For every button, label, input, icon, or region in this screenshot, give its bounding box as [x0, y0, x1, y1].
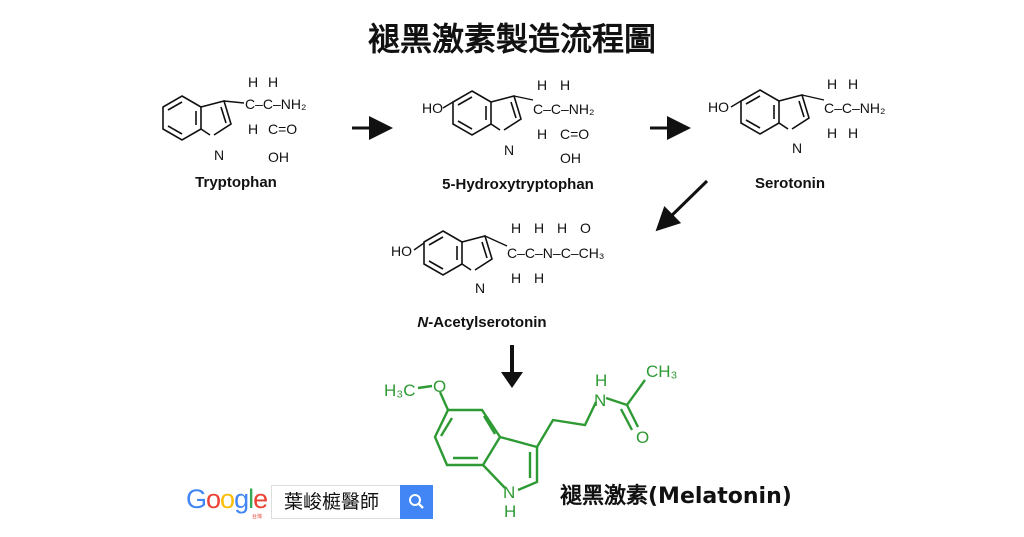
- atom-label: N: [214, 147, 224, 163]
- search-icon: [409, 494, 424, 509]
- melatonin-label: 褪黑激素(Melatonin): [560, 484, 792, 509]
- atom-label: H: [557, 220, 567, 236]
- melatonin-labels: H₃C O N H N H CH₃ O: [384, 362, 677, 521]
- molecule-n-acetylserotonin: HO N H H H O C–C–N–C–CH₃ H H N-Acetylser…: [391, 220, 605, 331]
- atom-label: O: [580, 220, 591, 236]
- atom-label: H: [848, 76, 858, 92]
- molecule-name: Tryptophan: [195, 174, 277, 191]
- atom-label: N: [594, 391, 606, 410]
- atom-label: OH: [268, 149, 289, 165]
- atom-label: HO: [422, 100, 443, 116]
- atom-label: H: [827, 125, 837, 141]
- atom-label: H: [537, 77, 547, 93]
- atom-label: H: [537, 126, 547, 142]
- molecule-melatonin: [417, 379, 646, 492]
- molecule-name: Serotonin: [755, 175, 825, 192]
- search-input[interactable]: 葉峻榳醫師: [271, 485, 400, 519]
- atom-label: H: [511, 270, 521, 286]
- atom-label: O: [636, 428, 649, 447]
- atom-label: HO: [391, 243, 412, 259]
- search-button[interactable]: [400, 485, 433, 519]
- atom-label: C–C–NH₂: [533, 101, 594, 117]
- google-logo: Google 台灣: [186, 484, 268, 520]
- arrow: [655, 179, 709, 232]
- atom-label: C–C–N–C–CH₃: [507, 245, 605, 261]
- atom-label: N: [504, 142, 514, 158]
- molecule-name: N-Acetylserotonin: [417, 314, 546, 331]
- atom-label: H: [595, 371, 607, 390]
- atom-label: H: [560, 77, 570, 93]
- arrow-head: [501, 372, 523, 388]
- atom-label: H: [268, 74, 278, 90]
- atom-label: C=O: [268, 121, 297, 137]
- molecule-5-hydroxytryptophan: HO N H H C–C–NH₂ H C=O OH 5-Hydroxytrypt…: [422, 77, 594, 193]
- atom-label: H: [827, 76, 837, 92]
- atom-label: H: [848, 125, 858, 141]
- atom-label: N: [792, 140, 802, 156]
- atom-label: H: [504, 502, 516, 521]
- atom-label: H: [248, 74, 258, 90]
- page-title: 褪黑激素製造流程圖: [367, 20, 656, 58]
- atom-label: C–C–NH₂: [245, 96, 306, 112]
- atom-label: HO: [708, 99, 729, 115]
- atom-label: N: [475, 280, 485, 296]
- molecule-name: 5-Hydroxytryptophan: [442, 176, 594, 193]
- molecule-serotonin: HO N H H C–C–NH₂ H H Serotonin: [708, 76, 885, 192]
- atom-label: H: [511, 220, 521, 236]
- google-logo-region: 台灣: [252, 514, 263, 520]
- atom-label: OH: [560, 150, 581, 166]
- atom-label: CH₃: [646, 362, 677, 381]
- atom-label: H: [248, 121, 258, 137]
- atom-label: H₃C: [384, 381, 415, 400]
- atom-label: H: [534, 270, 544, 286]
- atom-label: C=O: [560, 126, 589, 142]
- atom-label: N: [503, 483, 515, 502]
- atom-label: H: [534, 220, 544, 236]
- atom-label: C–C–NH₂: [824, 100, 885, 116]
- molecule-tryptophan: N H H C–C–NH₂ H C=O OH Tryptophan: [162, 74, 306, 191]
- atom-label: O: [433, 377, 446, 396]
